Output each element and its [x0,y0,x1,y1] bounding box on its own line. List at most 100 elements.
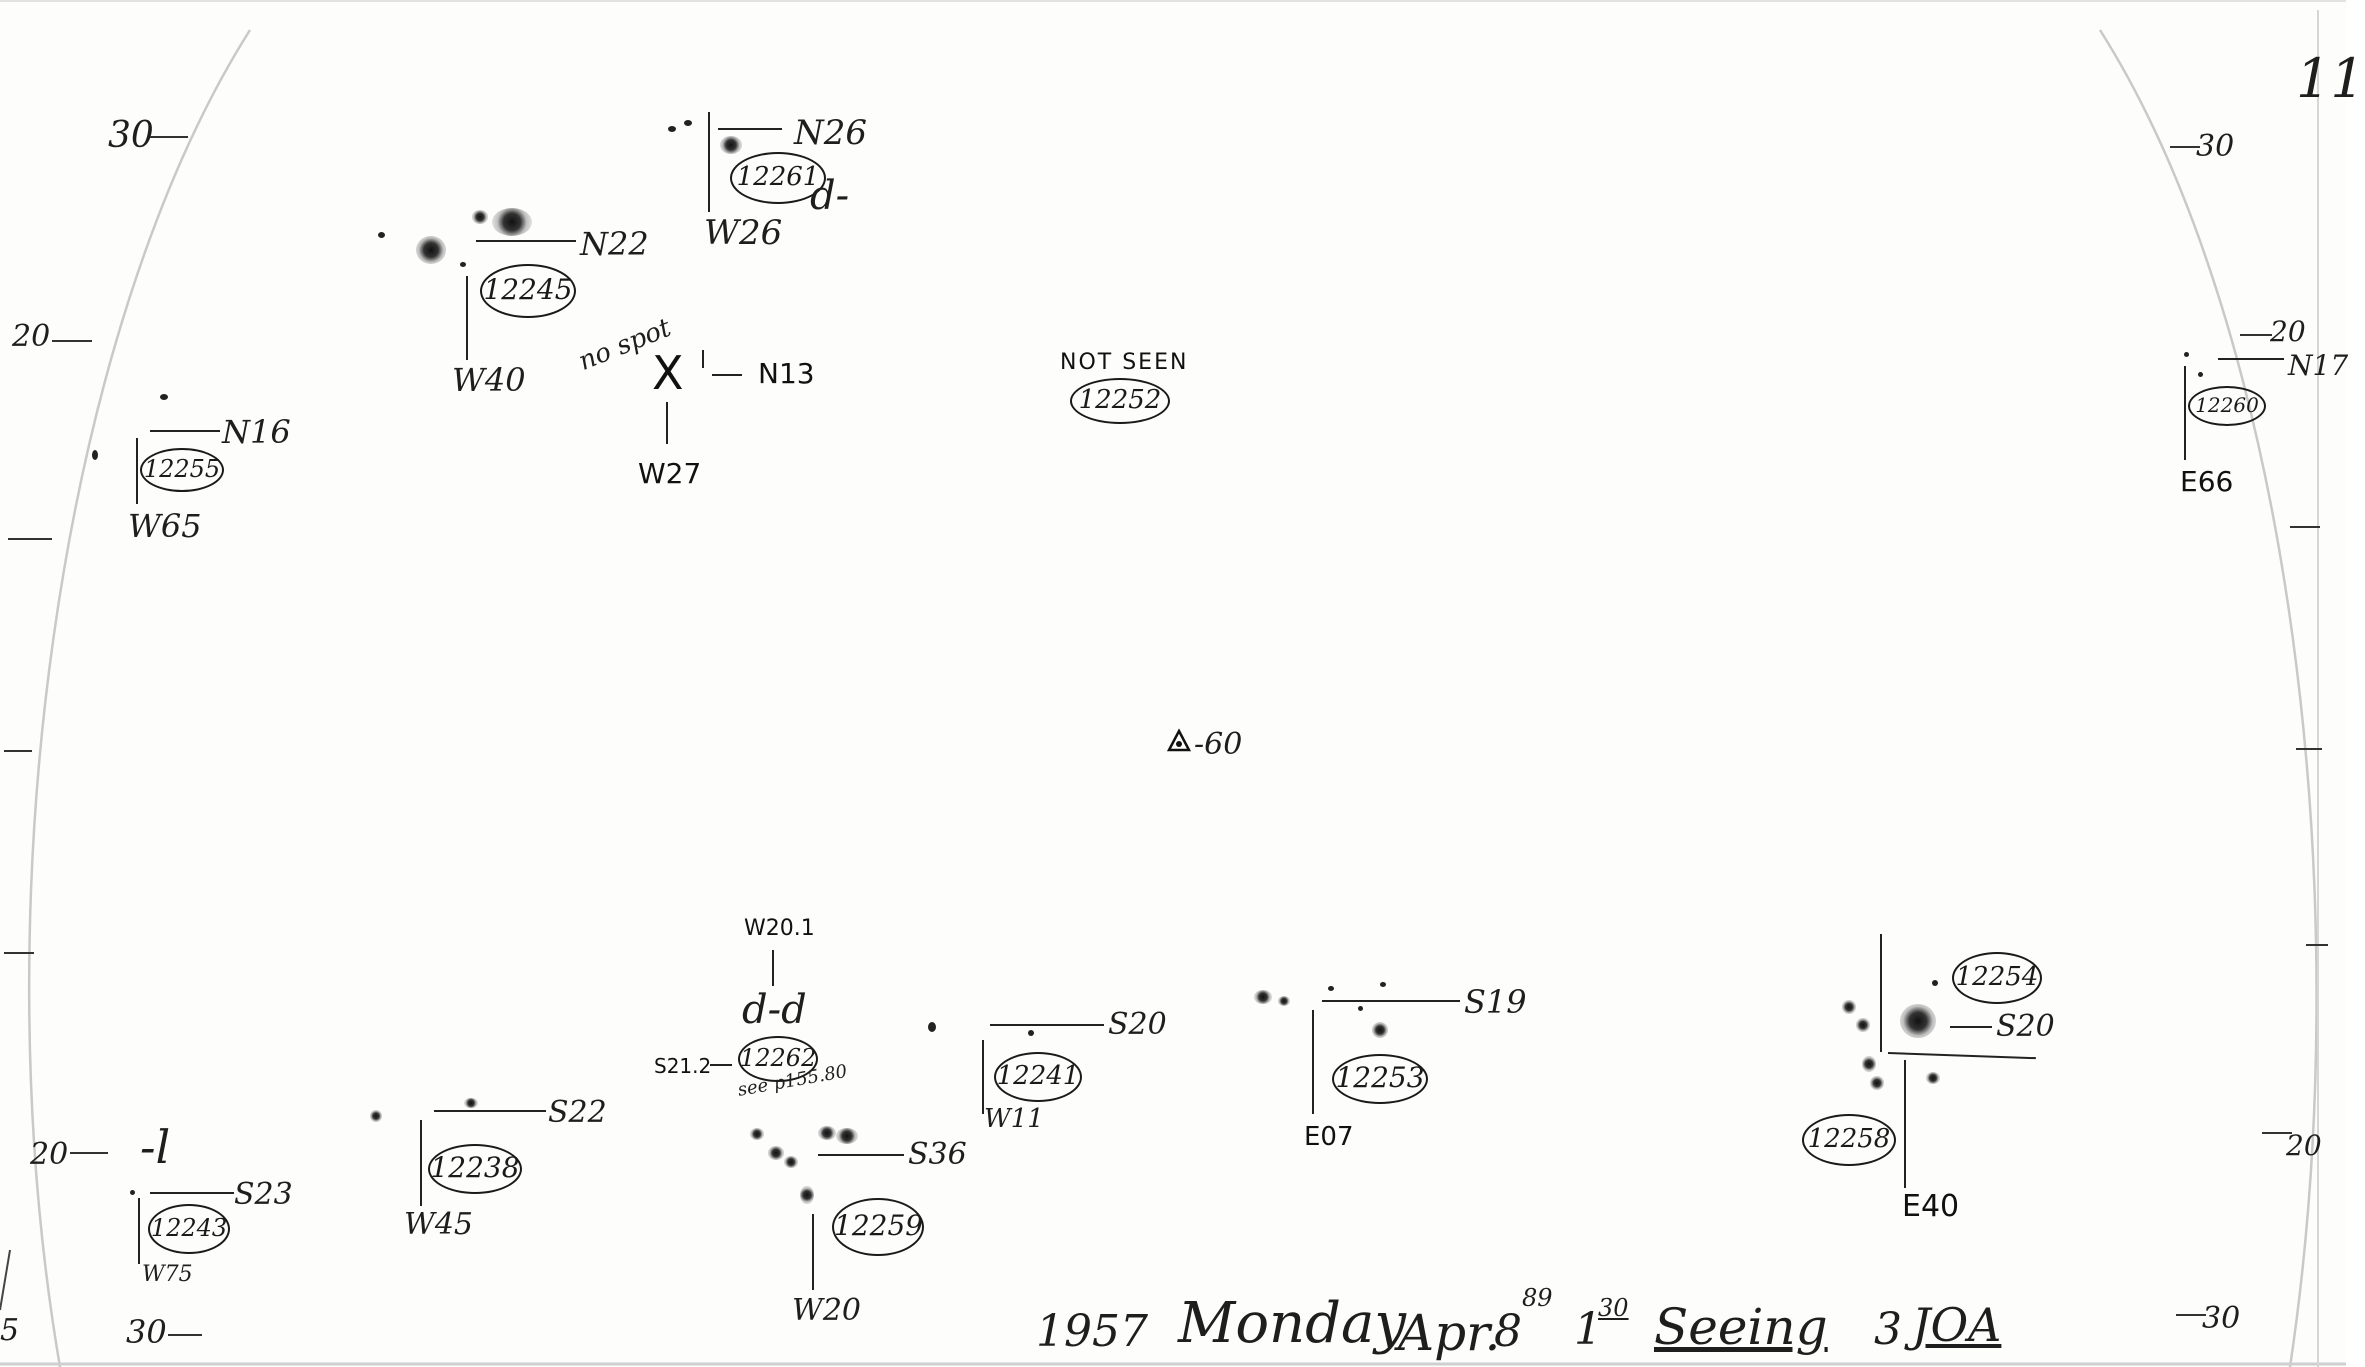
sunspot [460,262,466,267]
sunspot [464,1098,478,1108]
region-number-oval-12254: 12254 [1952,952,2042,1004]
limb-label-right-30-bottom: 30 [2202,1301,2241,1336]
sunspot [1842,1000,1856,1014]
no-spot-x-mark: X [652,346,684,400]
sunspot [1900,1004,1936,1038]
sunspot [1926,1072,1940,1084]
sunspot [800,1186,814,1204]
longitude-label: W20.1 [744,916,815,941]
sunspot [836,1128,858,1144]
sunspot [472,210,488,224]
latitude-label: S36 [908,1137,967,1172]
latitude-label: N22 [580,225,649,263]
meridian-line [1312,1010,1314,1114]
limb-label-left-30-bottom: 30 [126,1313,167,1351]
latitude-line [712,374,742,376]
sunspot [1372,1022,1388,1038]
longitude-label: W65 [128,507,202,545]
region-number-oval: 12252 [1070,378,1170,424]
sunspot [1254,990,1272,1004]
longitude-label: W45 [404,1207,474,1242]
meridian-line [1880,934,1882,1052]
limb-label-left-30-top: 30 [108,115,154,156]
sunspot [1862,1056,1876,1072]
center-mark-label: -60 [1194,727,1243,762]
limb-label-left-bottom-edge: 5 [0,1313,20,1348]
sunspot [2184,352,2189,357]
sunspot [720,136,742,154]
meridian-line [420,1120,422,1206]
footer-time-superscript: 30 [1598,1294,1629,1322]
limb-tick [8,538,52,540]
latitude-label: N13 [758,357,815,390]
sunspot [130,1190,135,1195]
region-number-oval: 12262 [738,1036,818,1082]
limb-tick [70,1152,108,1154]
latitude-line [150,1192,234,1194]
latitude-label: N17 [2288,349,2349,382]
footer-year: 1957 [1036,1306,1148,1357]
sunspot [1870,1076,1884,1090]
limb-label-right-30-top: 30 [2196,129,2235,164]
footer-seeing-value: 3 [1874,1304,1902,1355]
longitude-label: W20 [792,1293,862,1328]
longitude-label: W27 [638,457,702,490]
sunspot [2198,372,2203,377]
sunspot [378,232,385,238]
meridian-line [708,112,710,212]
region-number-oval-12258: 12258 [1802,1114,1896,1166]
meridian-line [138,1198,140,1264]
sunspot [818,1126,836,1140]
limb-tick [2176,1314,2206,1316]
longitude-label: W75 [142,1262,193,1287]
latitude-label: S19 [1464,983,1527,1021]
left-limb-arc [27,29,252,1367]
limb-tick [2170,146,2200,148]
sunspot [92,450,98,460]
limb-tick [150,136,188,138]
longitude-label: E40 [1902,1189,1960,1224]
sunspot [1932,980,1938,986]
page-number: 11 [2296,47,2365,110]
sunspot [1028,1030,1034,1036]
sunspot [492,208,532,236]
region-number-oval: 12255 [140,448,224,492]
latitude-line [2218,358,2284,360]
region-number-oval: 12253 [1332,1054,1428,1104]
limb-tick [2296,748,2322,750]
region-number-oval: 12259 [832,1198,924,1256]
marker-tick [702,350,704,368]
sunspot [684,120,692,126]
footer-seeing-label: Seeing [1654,1298,1828,1356]
sunspot [928,1022,936,1032]
latitude-label: S22 [548,1095,607,1130]
limb-tick [2306,944,2328,946]
meridian-line [812,1214,814,1290]
region-number-oval: 12261 [730,152,826,204]
footer-observer-initials: JOA [1912,1298,2002,1352]
sunspot [1278,996,1290,1006]
latitude-line [718,128,782,130]
meridian-line [466,276,468,360]
latitude-line [1322,1000,1460,1002]
sunspot [750,1128,764,1140]
sunspot [668,126,676,132]
latitude-line [150,430,220,432]
sunspot [1328,986,1334,991]
sunspot [784,1156,798,1168]
limb-tick [2262,1132,2292,1134]
region-number-oval: 12260 [2188,386,2266,426]
sunspot [1358,1006,1363,1011]
sunspot [1856,1018,1870,1032]
latitude-label: N26 [794,113,868,153]
limb-tick [168,1334,202,1336]
latitude-line [476,240,576,242]
sunspot [370,1110,382,1122]
class-label: d-d [742,987,807,1033]
limb-tick [2240,334,2272,336]
latitude-line [990,1024,1104,1026]
region-number-oval: 12241 [994,1052,1082,1102]
meridian-line [982,1040,984,1114]
